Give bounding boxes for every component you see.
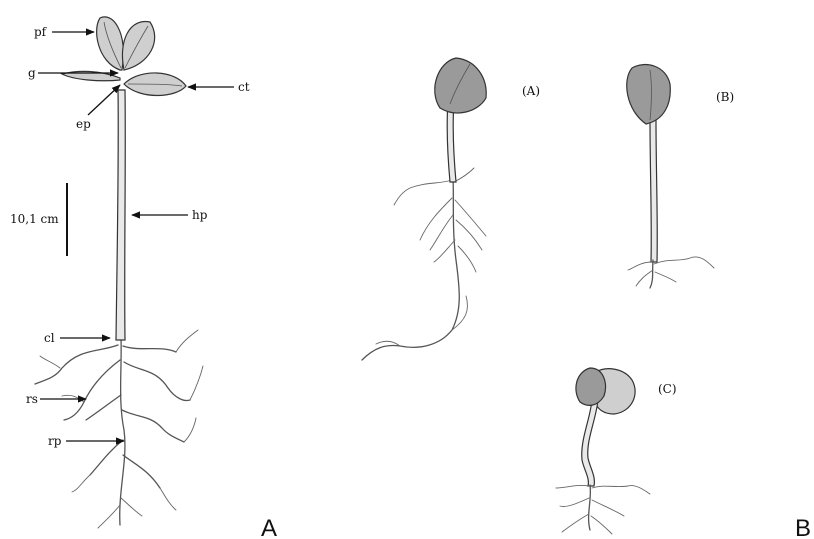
label-seedling-c: (C) bbox=[658, 382, 677, 396]
label-hp: hp bbox=[192, 208, 208, 222]
label-pf: pf bbox=[34, 25, 48, 39]
panel-label-b: B bbox=[795, 515, 811, 539]
ep-arrow bbox=[88, 85, 120, 115]
seedling-c: (C) bbox=[556, 368, 677, 534]
label-seedling-b: (B) bbox=[716, 90, 734, 104]
hypocotyl bbox=[116, 90, 125, 340]
label-seedling-a: (A) bbox=[522, 84, 540, 98]
label-g: g bbox=[28, 66, 36, 80]
seedling-a: (A) bbox=[362, 58, 540, 360]
seedling-b: (B) bbox=[627, 65, 734, 288]
label-rp: rp bbox=[48, 434, 62, 448]
panel-label-a: A bbox=[261, 515, 277, 539]
label-rs: rs bbox=[26, 392, 38, 406]
label-cl: cl bbox=[44, 331, 55, 345]
label-ep: ep bbox=[76, 117, 91, 131]
label-scale: 10,1 cm bbox=[10, 212, 59, 226]
panel-a-roots bbox=[35, 330, 203, 528]
label-ct: ct bbox=[238, 80, 250, 94]
panel-a-seedling bbox=[35, 17, 203, 528]
